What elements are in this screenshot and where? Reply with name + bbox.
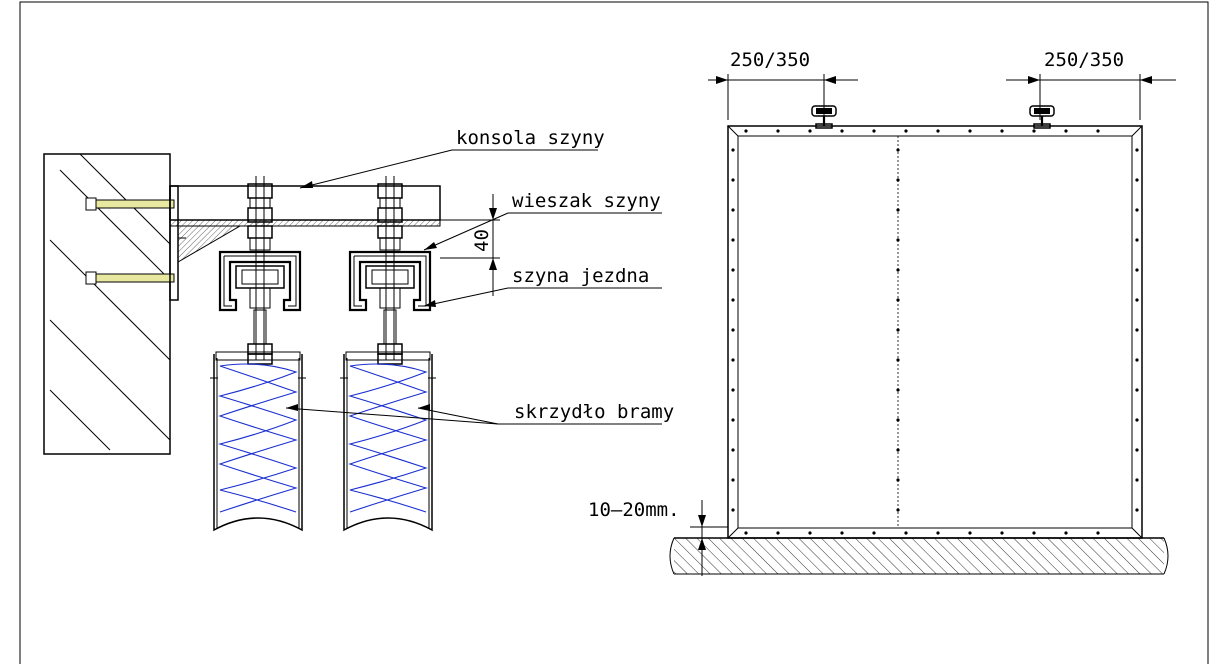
rivet xyxy=(744,129,748,133)
trolley-left xyxy=(210,176,306,532)
label-hanger-height: 40 xyxy=(471,229,493,252)
rivet xyxy=(808,129,812,133)
rivet xyxy=(896,358,900,362)
rivet xyxy=(731,418,735,422)
rivet xyxy=(1135,448,1139,452)
rivet xyxy=(731,268,735,272)
rivet xyxy=(1096,531,1100,535)
label-rail-bracket: konsola szyny xyxy=(456,127,605,149)
rivet xyxy=(731,298,735,302)
label-rail-hanger: wieszak szyny xyxy=(512,190,661,212)
top-dimensions xyxy=(708,74,1176,120)
right-trolley-offset: 250/350 xyxy=(1044,49,1124,71)
anchor-bolts xyxy=(85,197,175,285)
rivet xyxy=(872,531,876,535)
top-trolley-left xyxy=(811,105,837,129)
rivet xyxy=(896,448,900,452)
drawing-frame xyxy=(19,1,1209,664)
rivet xyxy=(1135,298,1139,302)
rivet xyxy=(731,148,735,152)
gate-elevation xyxy=(727,125,1143,539)
rivet xyxy=(1135,328,1139,332)
rivet xyxy=(731,328,735,332)
rivet xyxy=(731,178,735,182)
rivet xyxy=(1135,148,1139,152)
rivet xyxy=(1135,508,1139,512)
rivet xyxy=(744,531,748,535)
leader-lines xyxy=(285,149,662,425)
rivet xyxy=(896,208,900,212)
hanger-dimension xyxy=(440,194,500,296)
rivet xyxy=(904,531,908,535)
rivet xyxy=(896,298,900,302)
rivet xyxy=(1000,129,1004,133)
rail-bracket xyxy=(169,185,441,301)
rivet xyxy=(1135,418,1139,422)
rivet xyxy=(731,358,735,362)
rivet xyxy=(1064,129,1068,133)
rivet xyxy=(1032,129,1036,133)
rivet xyxy=(872,129,876,133)
rivet xyxy=(776,531,780,535)
rivet xyxy=(968,531,972,535)
rivet xyxy=(1032,531,1036,535)
rivet xyxy=(896,148,900,152)
rivet xyxy=(936,531,940,535)
rivet xyxy=(731,448,735,452)
floor-gap-dimension xyxy=(690,500,728,576)
rivet xyxy=(1135,208,1139,212)
rivet xyxy=(776,129,780,133)
rivet xyxy=(731,208,735,212)
rivet xyxy=(896,508,900,512)
floor xyxy=(669,537,1169,575)
rivet xyxy=(896,268,900,272)
rivet xyxy=(936,129,940,133)
label-running-rail: szyna jezdna xyxy=(512,265,649,287)
rivet xyxy=(731,388,735,392)
rivet xyxy=(896,418,900,422)
rivet xyxy=(1135,478,1139,482)
rivet xyxy=(1135,238,1139,242)
floor-gap-label: 10–20mm. xyxy=(588,499,680,521)
rivet xyxy=(1135,268,1139,272)
rivet xyxy=(1064,531,1068,535)
left-trolley-offset: 250/350 xyxy=(730,49,810,71)
label-gate-leaf: skrzydło bramy xyxy=(514,401,674,423)
trolley-right xyxy=(340,176,436,532)
rivet xyxy=(896,478,900,482)
rivet xyxy=(1135,178,1139,182)
rivet xyxy=(1135,358,1139,362)
rivet xyxy=(1000,531,1004,535)
rivet xyxy=(808,531,812,535)
rivet xyxy=(896,178,900,182)
rivets xyxy=(731,129,1139,535)
wall xyxy=(43,153,171,455)
rivet xyxy=(731,508,735,512)
rivet xyxy=(840,129,844,133)
rivet xyxy=(731,478,735,482)
rivet xyxy=(896,388,900,392)
rivet xyxy=(1096,129,1100,133)
rivet xyxy=(896,328,900,332)
rivet xyxy=(896,238,900,242)
rivet xyxy=(968,129,972,133)
rivet xyxy=(731,238,735,242)
rivet xyxy=(1135,388,1139,392)
rivet xyxy=(840,531,844,535)
top-trolley-right xyxy=(1029,105,1055,129)
rivet xyxy=(904,129,908,133)
